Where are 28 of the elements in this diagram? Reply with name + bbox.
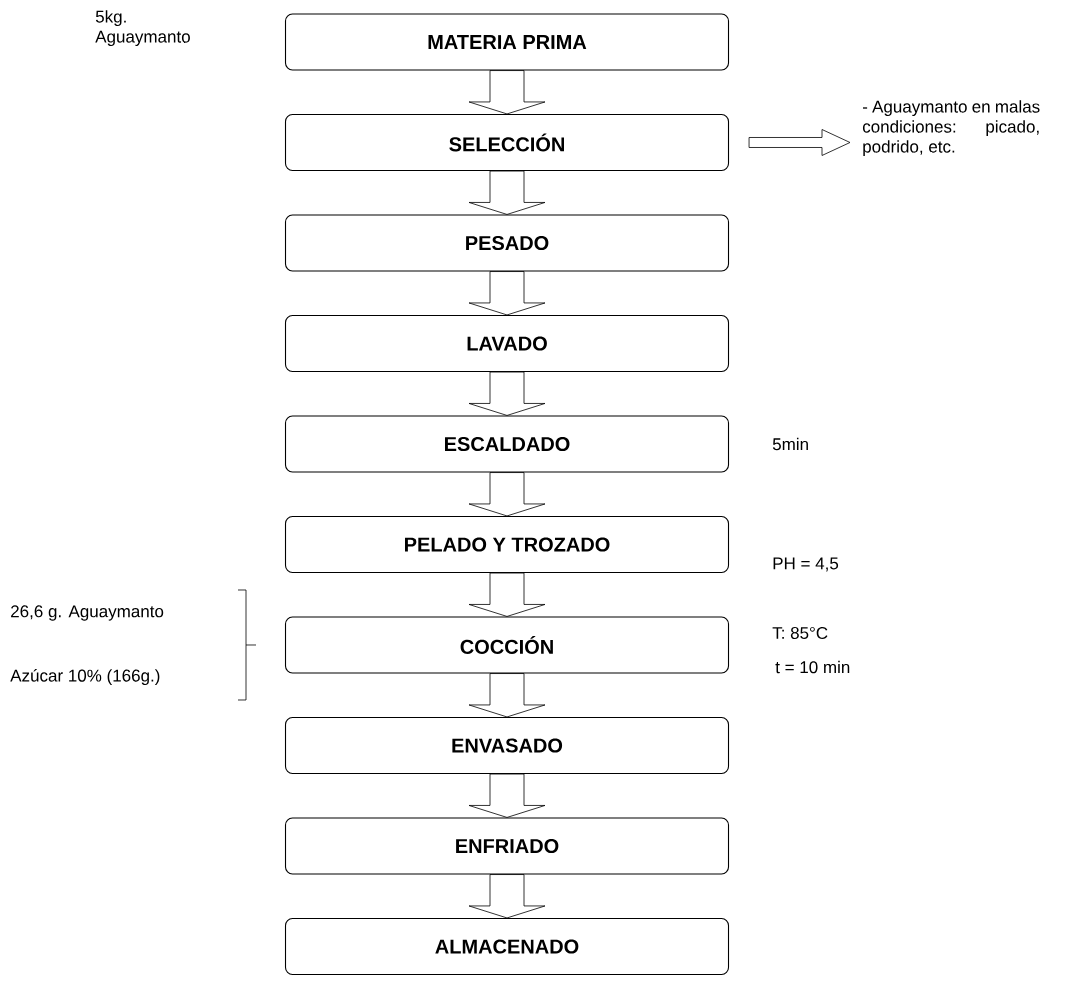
parameter-text: PH = 4,5 (773, 557, 839, 572)
process-box: PESADO (284, 214, 730, 272)
note-text: - Aguaymanto en malas condiciones: picado, podrido, etc. (862, 100, 1040, 157)
block-arrow (468, 170, 546, 215)
block-arrow (468, 874, 546, 919)
parameter-text: T: 85°C (772, 627, 828, 639)
process-box: ALMACENADO (284, 917, 730, 976)
parameter-text: 5min (772, 437, 808, 451)
block-arrow (468, 70, 546, 115)
block-arrow (468, 773, 546, 818)
block-arrow (468, 673, 546, 718)
process-box: PELADO Y TROZADO (284, 515, 730, 574)
block-arrow (468, 271, 546, 316)
process-box: ENVASADO (284, 716, 730, 775)
process-box: SELECCIÓN (284, 113, 730, 172)
ingredient-text: Azúcar 10% (166g.) (10, 669, 160, 685)
process-box: MATERIA PRIMA (284, 13, 730, 71)
process-box: ENFRIADO (284, 817, 730, 875)
process-box: COCCIÓN (284, 616, 730, 674)
process-box: LAVADO (284, 314, 730, 373)
block-arrow (748, 129, 851, 156)
block-arrow (468, 572, 546, 617)
process-box: ESCALDADO (284, 415, 730, 473)
block-arrow (468, 472, 546, 517)
block-arrow (468, 371, 546, 416)
ingredient-text: 26,6 g. Aguaymanto (11, 605, 164, 621)
parameter-text: t = 10 min (775, 660, 850, 674)
quantity-text: 5kg. Aguaymanto (95, 10, 190, 47)
